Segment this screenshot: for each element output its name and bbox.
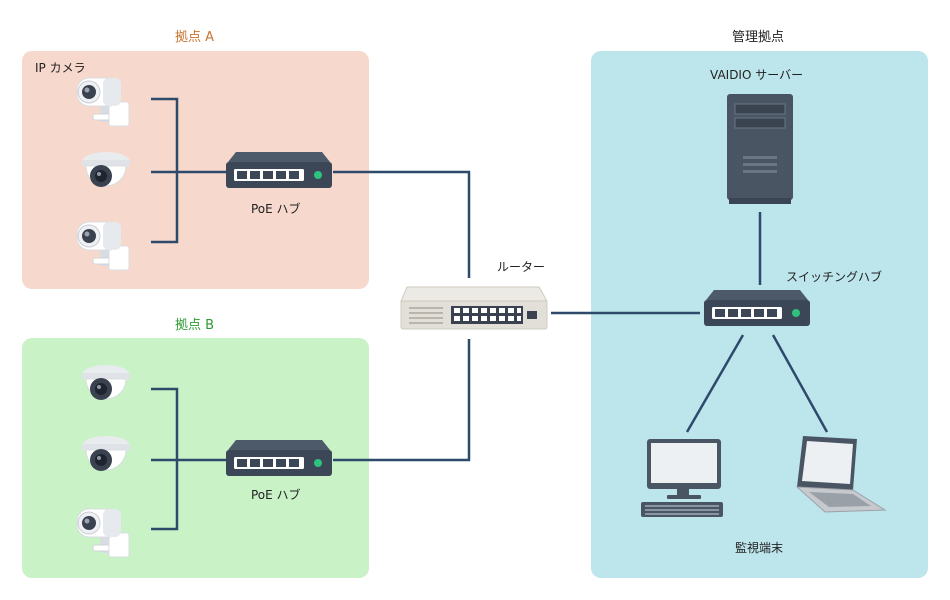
site-b-hub-label: PoE ハブ [251,488,301,502]
backbone-wiring [333,170,829,462]
camera-dome-icon [81,151,131,188]
server-icon [727,94,793,204]
site-b-wiring [151,387,226,531]
site-a-wiring [151,97,226,244]
management-title: 管理拠点 [732,30,785,45]
router-label: ルーター [497,260,546,274]
switching-hub-icon [704,290,810,326]
desktop-pc-icon [641,439,723,517]
laptop-icon [795,436,887,513]
camera-bullet-icon [76,508,130,558]
camera-bullet-icon [76,221,130,271]
site-b-title: 拠点 B [175,318,215,333]
site-a-hub-label: PoE ハブ [251,202,301,216]
camera-label: IP カメラ [35,61,86,75]
poe-hub-icon [226,152,332,188]
switch-label: スイッチングハブ [786,270,883,284]
camera-dome-icon [81,364,131,401]
server-label: VAIDIO サーバー [710,68,804,82]
camera-bullet-icon [76,77,130,127]
router-icon [400,286,548,330]
site-a-title: 拠点 A [175,30,215,45]
terminal-label: 監視端末 [735,541,784,555]
camera-dome-icon [81,435,131,472]
poe-hub-icon [226,440,332,476]
